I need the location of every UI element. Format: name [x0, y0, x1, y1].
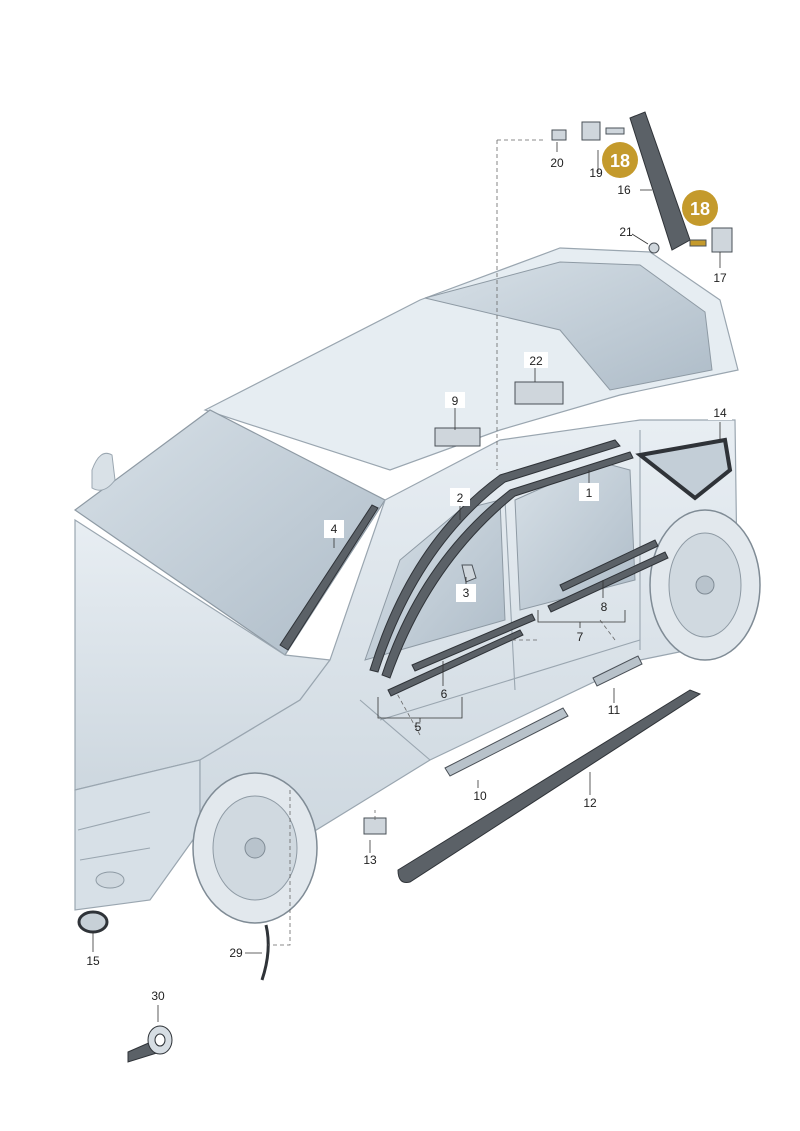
callout-7: 7 — [577, 630, 584, 644]
trim-parts — [77, 111, 733, 1063]
callout-29: 29 — [229, 946, 243, 960]
tape-roll-30 — [127, 1025, 173, 1063]
cover-17 — [711, 227, 733, 253]
callout-6: 6 — [441, 687, 448, 701]
callout-20: 20 — [550, 156, 564, 170]
front-belt-moulding — [411, 613, 536, 672]
callout-2: 2 — [457, 491, 464, 505]
callout-leaders — [92, 142, 721, 1022]
callout-13: 13 — [363, 853, 377, 867]
cap-15 — [77, 910, 109, 934]
rear-wheel — [649, 509, 761, 661]
car-body — [73, 247, 761, 924]
callout-14: 14 — [713, 406, 727, 420]
rear-sill-plate — [592, 655, 643, 687]
callouts: 1 2 3 4 5 6 7 8 9 10 11 12 13 14 15 16 1… — [86, 156, 732, 1003]
rear-belt-moulding — [559, 539, 659, 592]
callout-15: 15 — [86, 954, 100, 968]
svg-text:18: 18 — [610, 151, 630, 171]
nut-21 — [648, 242, 660, 254]
group-brackets — [377, 610, 626, 722]
side-sill-trim — [397, 689, 702, 883]
callout-19: 19 — [589, 166, 603, 180]
clip-13 — [363, 817, 387, 835]
bracket-9 — [434, 427, 481, 447]
screw-18 — [689, 239, 707, 247]
quarter-window — [635, 437, 733, 501]
callout-16: 16 — [617, 183, 631, 197]
callout-4: 4 — [331, 522, 338, 536]
callout-5: 5 — [415, 720, 422, 734]
svg-text:18: 18 — [690, 199, 710, 219]
callout-12: 12 — [583, 796, 597, 810]
callout-17: 17 — [713, 271, 727, 285]
callout-9: 9 — [452, 394, 459, 408]
callout-1: 1 — [586, 486, 593, 500]
callout-3: 3 — [463, 586, 470, 600]
sill-plate — [444, 707, 569, 777]
side-mirror — [91, 452, 116, 491]
bolt-top — [605, 127, 625, 135]
clip-20 — [551, 129, 567, 141]
callout-10: 10 — [473, 789, 487, 803]
assembly-lines — [268, 139, 616, 946]
callout-22: 22 — [529, 354, 543, 368]
callout-21: 21 — [619, 225, 633, 239]
roof-seal-1b — [381, 451, 634, 679]
callout-8: 8 — [601, 600, 608, 614]
b-pillar-trim — [629, 111, 691, 251]
badge-18-lower: 18 — [682, 190, 718, 226]
bracket-22 — [514, 381, 564, 405]
fender-trim — [260, 924, 270, 981]
roof-seal-1 — [369, 439, 621, 673]
bracket-19 — [581, 121, 601, 141]
front-wheel — [192, 772, 318, 924]
clip-3 — [461, 564, 477, 583]
windshield-trim — [279, 504, 379, 651]
badge-18-upper: 18 — [602, 142, 638, 178]
callout-30: 30 — [151, 989, 165, 1003]
callout-11: 11 — [608, 703, 621, 717]
